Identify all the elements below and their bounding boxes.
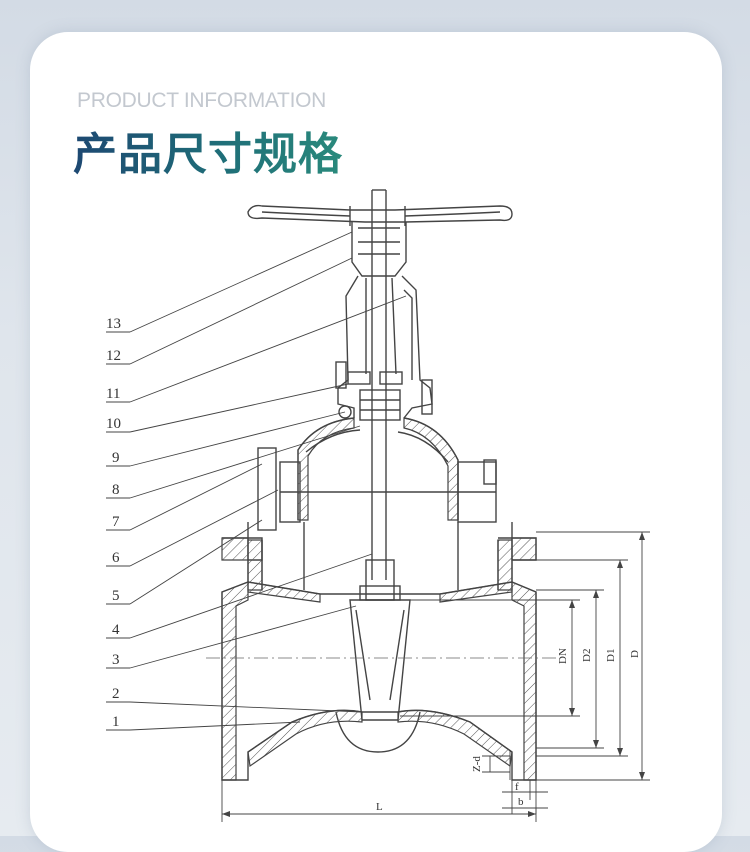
dim-f: f xyxy=(515,781,519,793)
callout-13: 13 xyxy=(106,316,121,332)
callout-4: 4 xyxy=(112,622,120,638)
section-subtitle: PRODUCT INFORMATION xyxy=(77,89,327,112)
content-card xyxy=(30,32,722,852)
valve-hatched-sections xyxy=(221,417,537,781)
dim-b: b xyxy=(518,796,524,808)
callout-5: 5 xyxy=(112,588,120,604)
callout-6: 6 xyxy=(112,550,120,566)
dimension-arrows xyxy=(222,532,645,817)
dim-z-d: Z-d xyxy=(471,756,483,772)
dim-dn: DN xyxy=(557,648,569,664)
callout-1: 1 xyxy=(112,714,120,730)
callout-2: 2 xyxy=(112,686,120,702)
callout-7: 7 xyxy=(112,514,120,530)
callout-9: 9 xyxy=(112,450,120,466)
callout-leaders xyxy=(106,231,407,731)
dim-d: D xyxy=(629,650,641,658)
valve-outline xyxy=(221,189,537,781)
dim-l: L xyxy=(376,801,383,813)
callout-10: 10 xyxy=(106,416,121,432)
dimension-labels: DN D2 D1 D Z-d f b L xyxy=(376,648,641,813)
dim-d2: D2 xyxy=(581,649,593,662)
callout-labels: 13 12 11 10 9 8 7 6 5 4 3 2 1 xyxy=(106,316,121,730)
callout-3: 3 xyxy=(112,652,120,668)
section-title: 产品尺寸规格 xyxy=(73,118,343,182)
dim-d1: D1 xyxy=(605,649,617,662)
callout-12: 12 xyxy=(106,348,121,364)
callout-11: 11 xyxy=(106,386,120,402)
callout-8: 8 xyxy=(112,482,120,498)
dimension-lines xyxy=(221,531,650,822)
